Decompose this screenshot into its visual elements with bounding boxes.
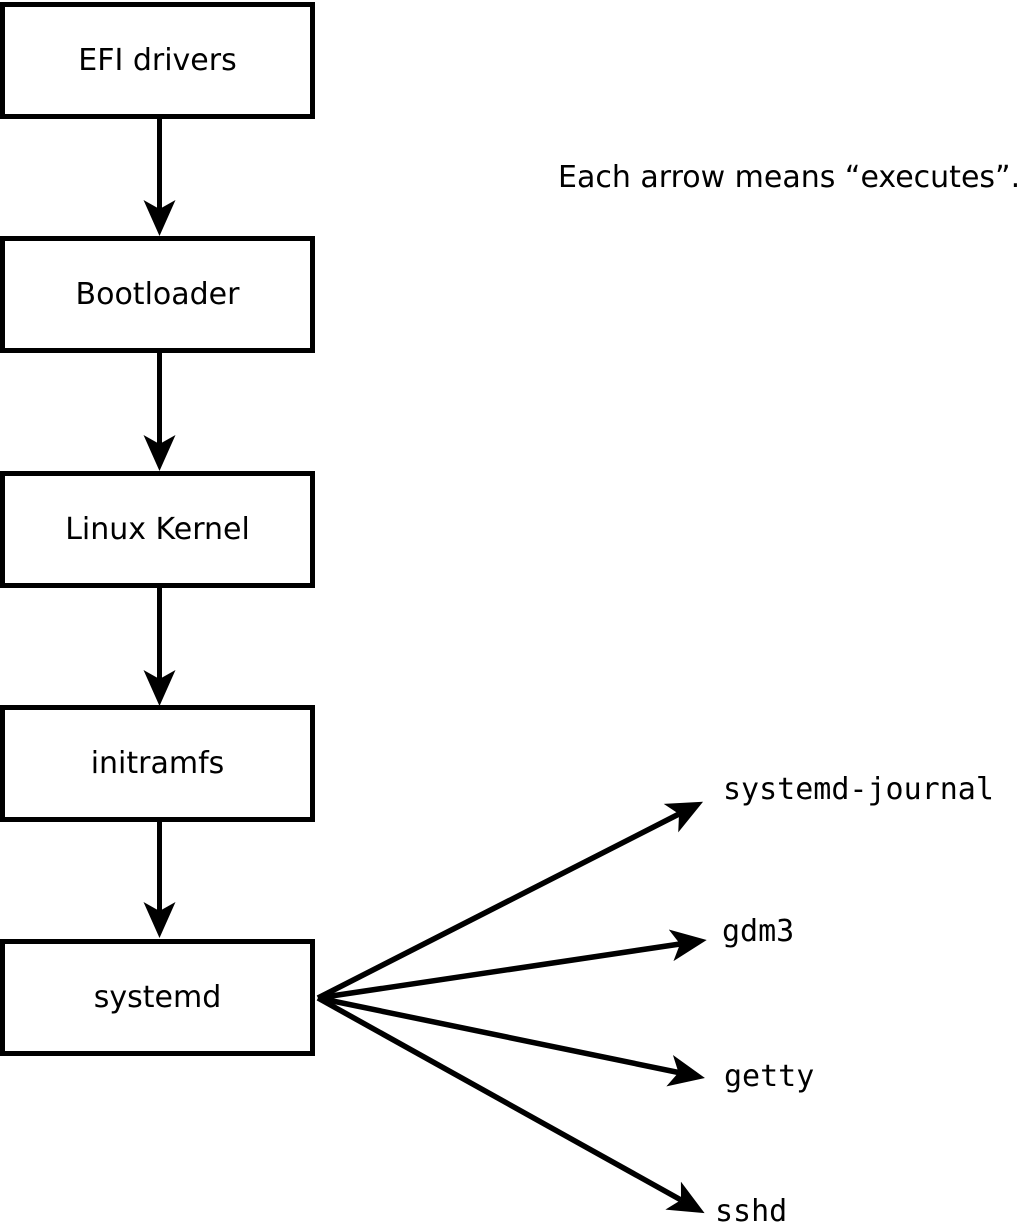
node-initramfs: initramfs bbox=[0, 705, 315, 822]
node-linux-kernel: Linux Kernel bbox=[0, 471, 315, 588]
node-systemd: systemd bbox=[0, 939, 315, 1056]
node-sshd: sshd bbox=[715, 1194, 788, 1229]
node-bootloader-label: Bootloader bbox=[75, 276, 240, 312]
arrow-systemd-to-systemd-journal bbox=[316, 801, 704, 1001]
node-gdm3: gdm3 bbox=[722, 914, 795, 949]
node-linux-kernel-label: Linux Kernel bbox=[65, 511, 250, 547]
node-systemd-label: systemd bbox=[93, 979, 222, 1015]
node-initramfs-label: initramfs bbox=[90, 745, 225, 781]
arrow-systemd-to-getty bbox=[317, 995, 705, 1087]
node-getty: getty bbox=[724, 1059, 815, 1094]
arrow-meaning-note: Each arrow means “executes”. bbox=[558, 160, 1021, 195]
node-systemd-journal: systemd-journal bbox=[723, 772, 994, 807]
node-efi-drivers: EFI drivers bbox=[0, 2, 315, 119]
node-efi-drivers-label: EFI drivers bbox=[78, 42, 237, 78]
arrow-systemd-to-gdm3 bbox=[317, 929, 707, 1001]
node-bootloader: Bootloader bbox=[0, 236, 315, 353]
arrow-systemd-to-sshd bbox=[316, 995, 705, 1214]
